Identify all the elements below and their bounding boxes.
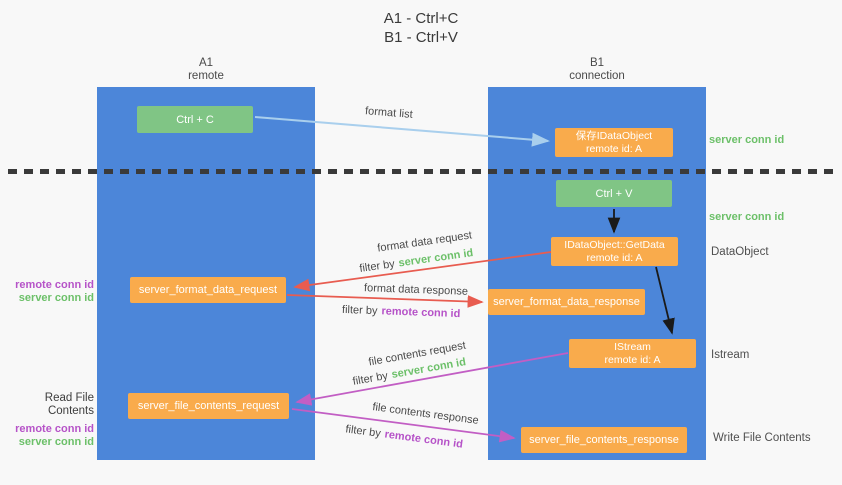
node-ctrl-v: Ctrl + V <box>556 180 672 207</box>
filter-by-text: filter by <box>351 369 389 388</box>
node-save-dataobject-line1: 保存IDataObject <box>575 129 653 142</box>
filter-key-remote-conn-id: remote conn id <box>381 305 461 321</box>
label-server-conn-id: server conn id <box>18 436 94 448</box>
label-server-conn-id: server conn id <box>18 292 94 304</box>
node-getdata-line2: remote id: A <box>586 251 643 264</box>
node-save-dataobject-line2: remote id: A <box>585 142 642 155</box>
node-server-file-contents-request: server_file_contents_request <box>128 393 289 419</box>
node-server-format-data-request: server_format_data_request <box>130 277 286 303</box>
node-ctrl-c-label: Ctrl + C <box>176 113 214 126</box>
arrow-label-format-data-response: format data response <box>363 282 469 298</box>
left-labels-format-request: remote conn id server conn id <box>0 279 94 305</box>
lifeline-b1-role: connection <box>569 70 625 82</box>
label-remote-conn-id: remote conn id <box>15 279 94 291</box>
node-format-request-label: server_format_data_request <box>138 284 278 296</box>
side-label-istream: Istream <box>711 349 750 361</box>
arrow-label-file-contents-response: file contents response <box>371 401 480 427</box>
node-idataobject-getdata: IDataObject::GetData remote id: A <box>551 237 678 266</box>
side-label-write-file-contents: Write File Contents <box>713 432 811 444</box>
node-save-dataobject: 保存IDataObject remote id: A <box>555 128 673 157</box>
arrow-label-format-list: format list <box>364 105 414 121</box>
title-line-2: B1 - Ctrl+V <box>384 29 458 46</box>
filter-key-remote-conn-id: remote conn id <box>383 428 464 451</box>
lifeline-header-a1: A1 remote <box>136 57 276 83</box>
label-read-file-contents: Read File Contents <box>44 392 94 417</box>
side-label-dataobject: DataObject <box>711 246 769 258</box>
dashed-separator-line <box>8 169 834 174</box>
node-istream-line1: IStream <box>614 340 651 353</box>
node-server-file-contents-response: server_file_contents_response <box>521 427 687 453</box>
lifeline-header-b1: B1 connection <box>527 57 667 83</box>
node-file-response-label: server_file_contents_response <box>529 434 679 446</box>
node-ctrl-c: Ctrl + C <box>137 106 253 133</box>
node-istream: IStream remote id: A <box>569 339 696 368</box>
side-label-server-conn-id-top: server conn id <box>709 134 785 146</box>
lifeline-a1-name: A1 <box>198 57 214 69</box>
label-remote-conn-id: remote conn id <box>15 423 94 435</box>
filter-by-text: filter by <box>344 423 382 440</box>
lifeline-a1-role: remote <box>188 70 224 82</box>
filter-by-text: filter by <box>358 258 396 275</box>
side-label-server-conn-id-mid: server conn id <box>709 211 785 223</box>
node-istream-line2: remote id: A <box>604 353 661 366</box>
left-labels-file-request: Read File Contents remote conn id server… <box>0 392 94 449</box>
title-line-1: A1 - Ctrl+C <box>383 10 459 27</box>
node-server-format-data-response: server_format_data_response <box>488 289 645 315</box>
lifeline-b1-name: B1 <box>589 57 605 69</box>
node-format-response-label: server_format_data_response <box>493 296 640 308</box>
filter-key-server-conn-id: server conn id <box>397 247 474 270</box>
filter-by-text: filter by <box>341 303 378 318</box>
node-getdata-line1: IDataObject::GetData <box>564 238 665 251</box>
node-ctrl-v-label: Ctrl + V <box>595 187 633 200</box>
diagram-title: A1 - Ctrl+C B1 - Ctrl+V <box>0 9 842 47</box>
node-file-request-label: server_file_contents_request <box>137 400 280 412</box>
